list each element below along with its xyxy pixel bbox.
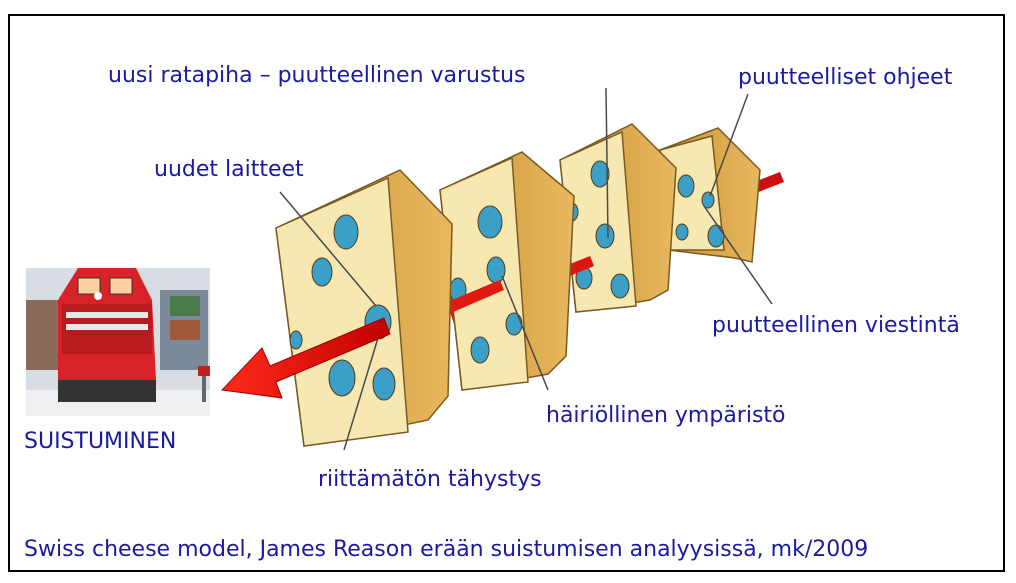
- label-new-yard: uusi ratapiha – puutteellinen varustus: [108, 62, 525, 90]
- label-new-equipment: uudet laitteet: [154, 156, 304, 184]
- cheese-slice-1: [276, 170, 452, 446]
- label-outcome: SUISTUMINEN: [24, 428, 176, 456]
- cheese-slice-3: [560, 124, 676, 312]
- label-communication: puutteellinen viestintä: [712, 312, 960, 340]
- caption: Swiss cheese model, James Reason erään s…: [24, 537, 868, 562]
- locomotive-image: [26, 268, 210, 416]
- label-instructions: puutteelliset ohjeet: [738, 64, 952, 92]
- label-lookout: riittämätön tähystys: [318, 466, 542, 494]
- label-environment: häiriöllinen ympäristö: [546, 402, 786, 430]
- cheese-slice-2: [440, 152, 574, 390]
